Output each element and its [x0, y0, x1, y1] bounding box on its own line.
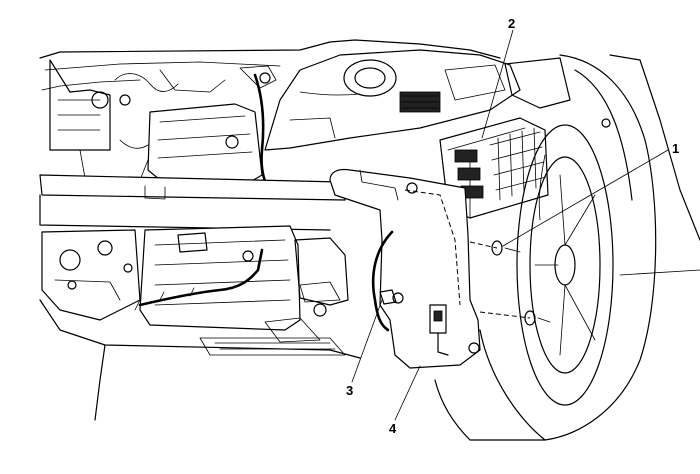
callout-3: 3 — [346, 383, 353, 398]
air-baffle — [329, 168, 551, 369]
radiator-support — [41, 225, 301, 331]
wheel-and-fender — [434, 54, 700, 441]
lower-fascia — [39, 237, 361, 421]
callout-1: 1 — [672, 141, 679, 156]
callout-4: 4 — [389, 421, 397, 436]
engine-bay-background — [39, 39, 501, 192]
leader-lines — [351, 29, 669, 421]
engine-control-module — [439, 117, 549, 219]
headlamp-assembly — [264, 49, 571, 151]
callout-2: 2 — [508, 16, 515, 31]
bumper-beam — [39, 174, 346, 231]
